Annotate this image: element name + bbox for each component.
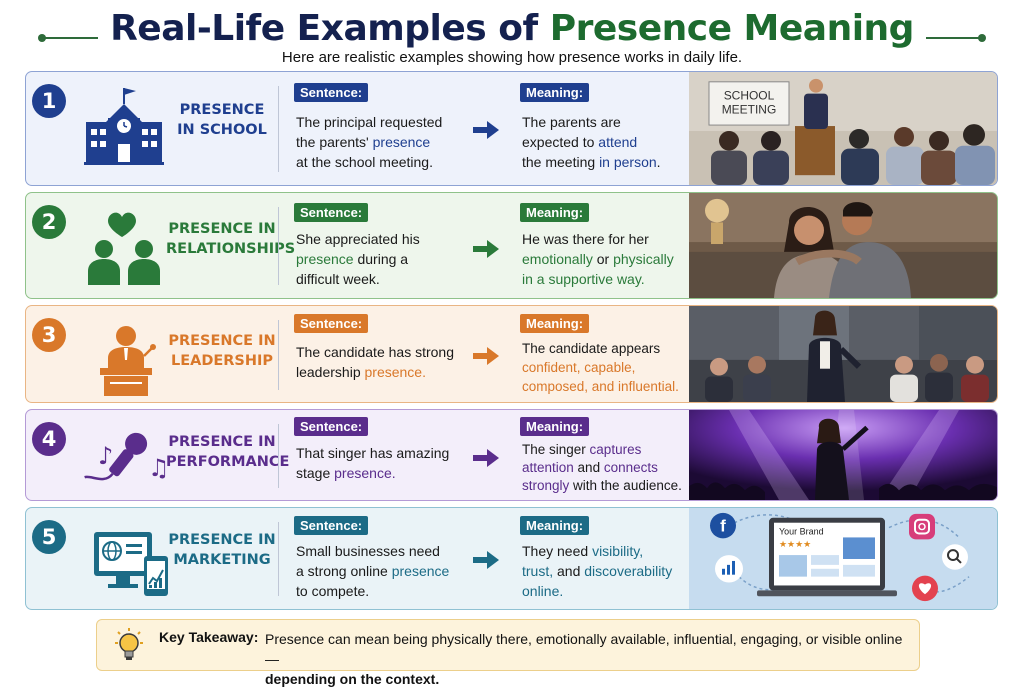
divider (278, 320, 279, 390)
page-title: Real-Life Examples of Presence Meaning (0, 4, 1024, 52)
svg-text:♫: ♫ (148, 454, 170, 482)
example-sentence: That singer has amazing stage presence. (296, 445, 450, 481)
category-label: PRESENCE IN MARKETING (168, 532, 276, 568)
title-decoration-right (926, 34, 986, 42)
svg-text:MEETING: MEETING (722, 102, 777, 116)
category-label: PRESENCE IN LEADERSHIP (168, 333, 276, 369)
meaning-tag: Meaning: (520, 203, 590, 222)
example-sentence: The candidate has strong leadership pres… (296, 344, 454, 380)
couple-comfort-photo (689, 193, 997, 298)
example-meaning: They need visibility, trust, and discove… (522, 543, 673, 599)
arrow-right-icon (473, 551, 499, 569)
computer-phone-icon (94, 532, 168, 596)
example-row-leadership: 3 PRESENCE IN LEADERSHIP Sentence: The c… (25, 305, 998, 403)
arrow-right-icon (473, 240, 499, 258)
sentence-tag: Sentence: (294, 314, 369, 333)
divider (278, 424, 279, 488)
row-number: 3 (32, 318, 66, 352)
couple-heart-icon (88, 212, 160, 285)
key-takeaway-box: Key Takeaway: Presence can mean being ph… (96, 619, 920, 687)
arrow-right-icon (473, 347, 499, 365)
divider (278, 522, 279, 596)
candidate-speech-photo (689, 306, 997, 402)
school-building-icon (84, 88, 164, 165)
microphone-notes-icon: ♪ ♫ (84, 432, 170, 482)
school-meeting-photo: SCHOOL MEETING (689, 72, 997, 185)
subtitle: Here are realistic examples showing how … (281, 49, 743, 66)
arrow-right-icon (473, 121, 499, 139)
divider (278, 86, 279, 172)
meaning-tag: Meaning: (520, 83, 590, 102)
sentence-tag: Sentence: (294, 516, 369, 535)
sentence-tag: Sentence: (294, 203, 369, 222)
svg-text:f: f (720, 517, 726, 536)
arrow-right-icon (473, 449, 499, 467)
row-number: 5 (32, 520, 66, 554)
example-sentence: The principal requested the parents' pre… (296, 114, 443, 170)
example-meaning: The candidate appears confident, capable… (522, 341, 679, 394)
row-number: 4 (32, 422, 66, 456)
lightbulb-icon (115, 628, 143, 660)
category-label: PRESENCE IN PERFORMANCE (166, 434, 290, 470)
takeaway-label: Key Takeaway: (159, 629, 259, 645)
meaning-tag: Meaning: (520, 314, 590, 333)
category-label: PRESENCE IN SCHOOL (177, 102, 267, 138)
example-sentence: She appreciated his presence during a di… (296, 231, 420, 287)
meaning-tag: Meaning: (520, 516, 590, 535)
example-row-school: 1 PRESENCE IN SCHOOL Sentence: The princ… (25, 71, 998, 186)
example-meaning: The parents are expected to attend the m… (522, 114, 661, 170)
divider (278, 207, 279, 285)
title-decoration-left (38, 34, 98, 42)
category-label: PRESENCE IN RELATIONSHIPS (166, 221, 296, 257)
singer-concert-photo (689, 410, 997, 500)
example-meaning: He was there for her emotionally or phys… (522, 231, 674, 287)
example-row-marketing: 5 PRESENCE IN MARKETING Sentence: Small … (25, 507, 998, 610)
takeaway-text: Presence can mean being physically there… (265, 631, 903, 687)
meaning-tag: Meaning: (520, 417, 590, 436)
online-brand-illustration: Your Brand ★★★★ f (689, 508, 997, 609)
svg-text:★★★★: ★★★★ (779, 540, 811, 550)
example-row-relationships: 2 PRESENCE IN RELATIONSHIPS Sentence: Sh… (25, 192, 998, 299)
podium-speaker-icon (100, 326, 156, 396)
sentence-tag: Sentence: (294, 417, 369, 436)
title-accent: Presence Meaning (549, 7, 915, 49)
title-main: Real-Life Examples of (110, 7, 538, 49)
row-number: 1 (32, 84, 66, 118)
svg-text:Your Brand: Your Brand (779, 527, 824, 537)
svg-text:♪: ♪ (98, 442, 113, 470)
sentence-tag: Sentence: (294, 83, 369, 102)
svg-text:SCHOOL: SCHOOL (724, 89, 775, 103)
example-meaning: The singer captures attention and connec… (522, 442, 682, 493)
row-number: 2 (32, 205, 66, 239)
example-sentence: Small businesses need a strong online pr… (296, 543, 450, 599)
example-row-performance: 4 ♪ ♫ PRESENCE IN PERFORMANCE Sentence: … (25, 409, 998, 501)
